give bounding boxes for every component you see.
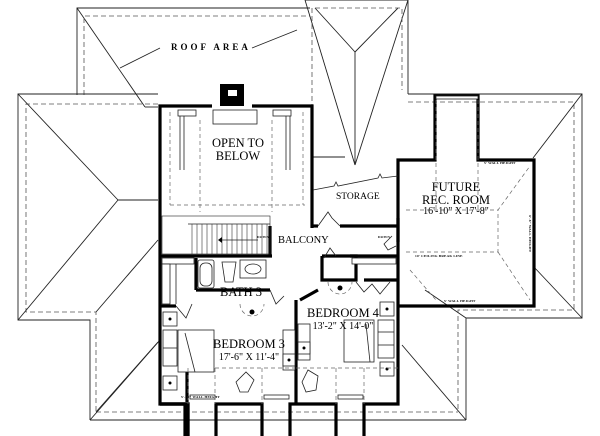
closet-bed3	[161, 257, 195, 319]
room-storage[interactable]: STORAGE	[336, 192, 380, 202]
room-bedroom-4[interactable]: BEDROOM 4 13'-2" X 14'-0"	[306, 307, 380, 332]
room-open-to-below[interactable]: OPEN TO BELOW	[208, 137, 268, 162]
room-name: OPEN TO	[212, 136, 264, 150]
bedroom3-wall-height-note: 5'-10" WALL HEIGHT	[181, 395, 220, 399]
open-to-below-lines	[169, 109, 305, 212]
room-bath-3[interactable]: BATH 3	[220, 285, 263, 299]
room-name-line2: REC. ROOM	[421, 192, 491, 207]
staircase[interactable]	[161, 215, 271, 255]
room-future-rec-room[interactable]: FUTURE REC. ROOM 16'-10" X 17'-8"	[414, 181, 498, 217]
room-dimensions: 13'-2" X 14'-0"	[312, 320, 374, 332]
bedroom3-furniture	[162, 289, 296, 404]
room-dimensions: 16'-10" X 17'-8"	[423, 206, 489, 217]
room-name: BEDROOM 4	[307, 306, 379, 320]
dormer-windows	[189, 95, 479, 400]
stair-down-label: DOWN	[257, 235, 270, 239]
bedroom4-furniture	[296, 235, 398, 404]
roof-area-label: ROOF AREA	[171, 42, 251, 52]
chimney	[220, 84, 244, 106]
rec-wall-height-side: 6'-8" WALL HEIGHT	[528, 215, 533, 253]
rec-wall-height-bottom: 5' WALL HEIGHT	[444, 299, 476, 303]
rec-wall-height-top: 5' WALL HEIGHT	[484, 161, 516, 165]
room-balcony[interactable]: BALCONY	[278, 235, 329, 246]
roof-outline	[17, 0, 583, 421]
rec-room-ceiling-lines	[406, 100, 531, 301]
room-name-line2: BELOW	[215, 148, 261, 163]
room-name: BEDROOM 3	[213, 337, 285, 351]
ceiling-break-line-note: 10' CEILING BREAK LINE	[415, 254, 463, 258]
bath-fixtures	[197, 259, 267, 317]
storage-lines	[312, 173, 399, 227]
room-dimensions: 17'-6" X 11'-4"	[218, 351, 280, 363]
room-name: FUTURE	[431, 180, 481, 194]
room-bedroom-3[interactable]: BEDROOM 3 17'-6" X 11'-4"	[212, 338, 286, 363]
stair-down-label-2: DOWN	[378, 235, 391, 239]
